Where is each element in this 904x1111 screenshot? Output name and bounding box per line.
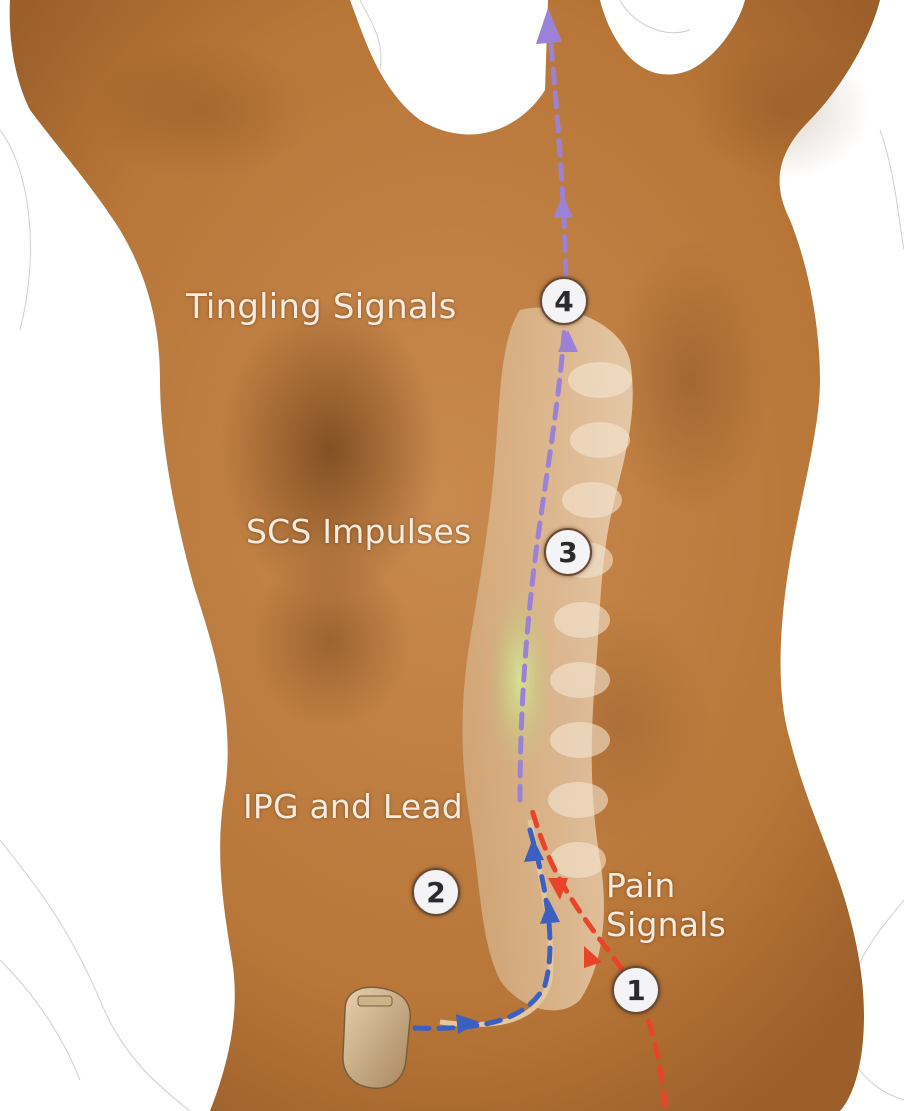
label-ipg-and-lead: IPG and Lead	[243, 787, 463, 826]
label-tingling-signals: Tingling Signals	[186, 287, 457, 327]
ipg-device-icon	[343, 987, 410, 1088]
label-scs-impulses: SCS Impulses	[246, 512, 471, 551]
step-badge-1: 1	[612, 966, 660, 1014]
label-pain: Pain	[606, 866, 676, 905]
step-badge-3: 3	[544, 528, 592, 576]
step-badge-2: 2	[412, 868, 460, 916]
label-signals: Signals	[606, 905, 726, 944]
step-badge-4: 4	[540, 277, 588, 325]
